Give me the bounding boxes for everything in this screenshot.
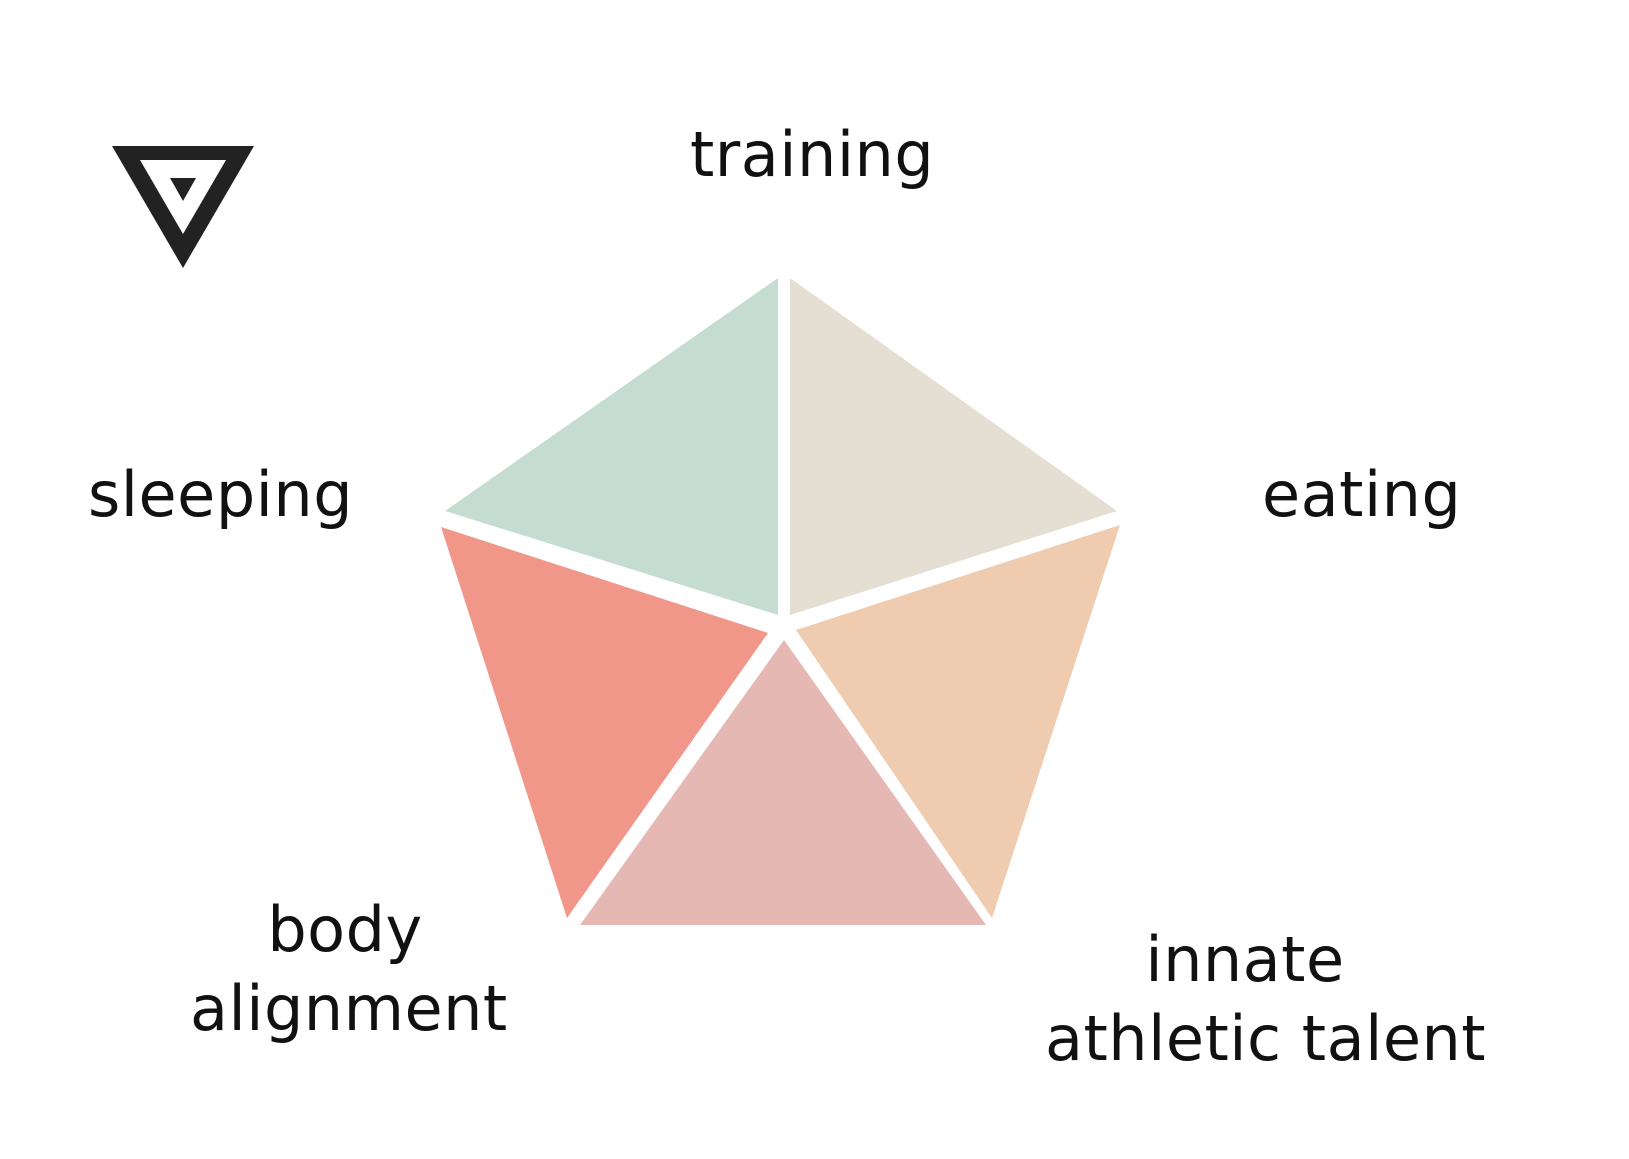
label-sleeping: sleeping	[88, 458, 354, 531]
pentagon-segment-training-right	[790, 278, 1117, 615]
pentagon-segment-left	[441, 527, 768, 918]
label-body-alignment: body alignment	[190, 893, 508, 1046]
v-triangle-logo-icon	[112, 146, 254, 268]
label-eating: eating	[1262, 458, 1462, 531]
pentagon-segment-bottom	[580, 640, 986, 925]
pentagon-segment-eating	[796, 525, 1120, 918]
label-innate-athletic-talent: innate athletic talent	[1045, 923, 1487, 1076]
label-training: training	[690, 118, 935, 191]
pentagon-segment-training-left	[445, 278, 778, 615]
